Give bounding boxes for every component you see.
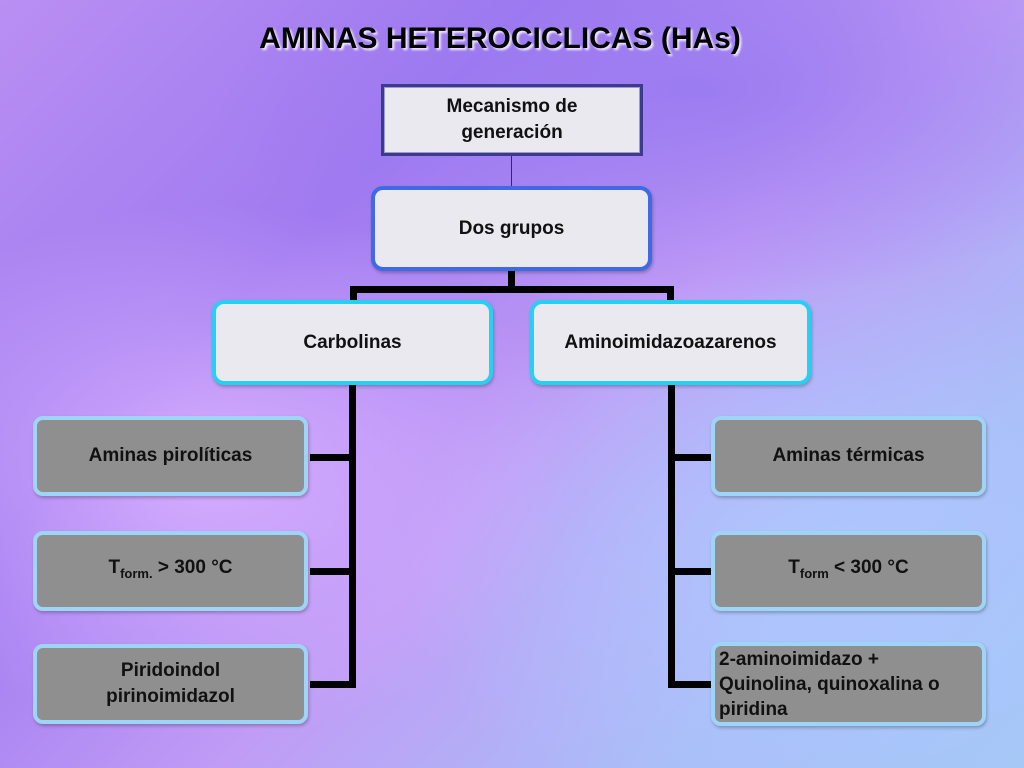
connector-left-branch-2 [310,568,356,575]
node-temp-mayor-300: Tform. > 300 °C [33,531,308,611]
node-aminoimidazoazarenos-label: Aminoimidazoazarenos [564,331,777,353]
node-aminoimidazoazarenos: Aminoimidazoazarenos [530,300,811,385]
node-aminas-piroliticas: Aminas pirolíticas [33,416,308,496]
node-temp-mayor-300-label: Tform. > 300 °C [108,555,232,587]
connector-right-spine [668,384,675,688]
node-aminas-termicas-label: Aminas térmicas [772,445,925,466]
connector-left-branch-1 [310,454,356,461]
node-piridoindol-line2: pirinoimidazol [106,686,235,707]
temp-subscript: form. [120,566,153,581]
node-mecanismo-generacion: Mecanismo de generación [381,84,643,156]
connector-left-branch-3 [310,681,356,688]
diagram-title: AMINAS HETEROCICLICAS (HAs) [259,22,741,55]
connector-right-drop [667,286,674,304]
connector-level1-stem [508,270,515,290]
node-aminoimidazo-quinolina: 2-aminoimidazo + Quinolina, quinoxalina … [711,642,986,726]
temp-value: < 300 °C [828,557,909,578]
node-piridoindol-line1: Piridoindol [120,660,221,681]
node-aminoimidazo-line3: piridina [719,698,788,720]
node-temp-menor-300-label: Tform < 300 °C [788,555,908,587]
node-aminas-termicas: Aminas térmicas [711,416,986,496]
connector-root-to-level1 [511,156,512,188]
temp-symbol: T [788,557,800,578]
node-dos-grupos-label: Dos grupos [458,217,565,239]
connector-left-spine [349,384,356,688]
node-piridoindol: Piridoindol pirinoimidazol [33,644,308,724]
connector-left-drop [350,286,357,304]
node-aminoimidazo-line1: 2-aminoimidazo + [719,648,879,670]
connector-right-branch-3 [668,681,714,688]
node-aminoimidazo-line2: Quinolina, quinoxalina o [719,673,940,695]
connector-right-branch-1 [668,454,714,461]
node-aminas-piroliticas-label: Aminas pirolíticas [88,445,253,466]
node-temp-menor-300: Tform < 300 °C [711,531,986,611]
node-root-line2: generación [461,122,563,143]
temp-value: > 300 °C [152,557,233,578]
temp-symbol: T [108,557,121,578]
node-carbolinas: Carbolinas [212,300,493,385]
connector-level1-horizontal [350,286,674,293]
temp-subscript: form [799,566,829,581]
node-dos-grupos: Dos grupos [371,186,652,271]
node-root-line1: Mecanismo de [446,96,578,117]
node-carbolinas-label: Carbolinas [303,331,402,353]
connector-right-branch-2 [668,568,714,575]
